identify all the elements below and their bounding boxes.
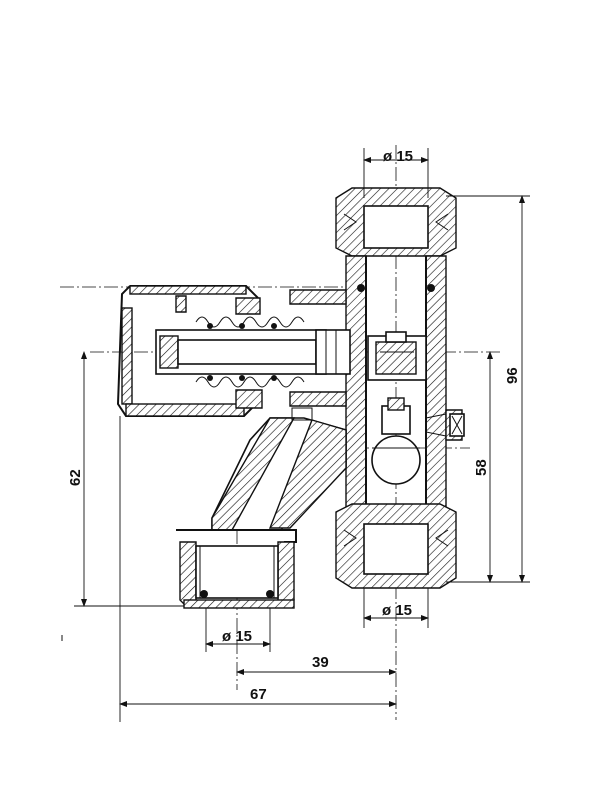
label-height-96: 96 (504, 367, 521, 384)
label-dia-top: ø 15 (383, 148, 413, 165)
dim-58 (456, 351, 498, 583)
dim-top-diameter (363, 148, 429, 198)
dim-96 (446, 195, 530, 583)
bottom-outlet-nut (176, 529, 297, 609)
vertical-pipe-body (335, 187, 465, 589)
dim-bottom-right-diameter (363, 588, 429, 628)
angled-outlet-pipe (211, 407, 347, 531)
label-dia-bottom-right: ø 15 (382, 602, 412, 619)
dim-bottom-left-diameter (205, 608, 271, 652)
dim-67 (119, 416, 397, 722)
label-height-62: 62 (67, 469, 84, 486)
label-dist-67: 67 (250, 686, 267, 703)
label-height-58: 58 (473, 459, 490, 476)
thermostatic-head (116, 285, 351, 417)
dim-62 (74, 351, 184, 607)
label-dia-bottom-left: ø 15 (222, 628, 252, 645)
label-dist-39: 39 (312, 654, 329, 671)
